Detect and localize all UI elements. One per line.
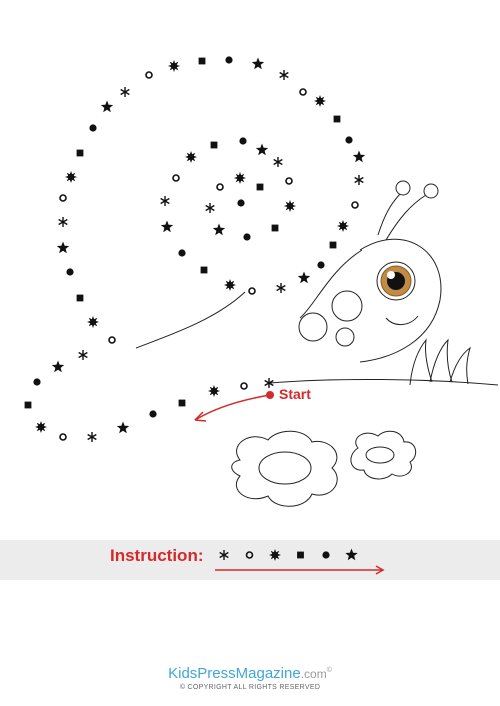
square-icon: [329, 241, 337, 249]
burst-icon: [87, 316, 99, 328]
asterisk-icon: [205, 203, 215, 213]
asterisk-icon: [58, 217, 68, 227]
asterisk-icon: [279, 70, 289, 80]
ring-icon: [59, 194, 67, 202]
square-icon: [76, 149, 84, 157]
square-icon: [198, 57, 206, 65]
dot-icon: [239, 137, 247, 145]
dot-icon: [225, 56, 233, 64]
instruction-sequence: [219, 548, 358, 561]
dot-icon: [322, 551, 330, 559]
square-icon: [178, 399, 186, 407]
copyright-text: © COPYRIGHT ALL RIGHTS RESERVED: [179, 684, 321, 691]
burst-icon: [224, 279, 236, 291]
dot-icon: [66, 268, 74, 276]
square-icon: [297, 551, 304, 559]
asterisk-icon: [276, 283, 286, 293]
dot-icon: [149, 410, 157, 418]
burst-icon: [35, 421, 47, 433]
antenna-tip-left: [395, 180, 411, 196]
ring-icon: [216, 183, 224, 191]
dot-icon: [33, 378, 41, 386]
ring-icon: [59, 433, 67, 441]
star-icon: [51, 360, 65, 373]
brand-mark: ©: [326, 667, 332, 674]
dot-icon: [237, 199, 245, 207]
asterisk-icon: [354, 175, 364, 185]
dot-icon: [178, 249, 186, 257]
star-icon: [255, 143, 269, 156]
asterisk-icon: [264, 378, 274, 388]
burst-icon: [185, 151, 197, 163]
burst-icon: [234, 172, 246, 184]
ring-icon: [351, 201, 359, 209]
brand-logo: KidsPressMagazine.com©: [0, 665, 500, 682]
asterisk-icon: [120, 87, 130, 97]
dot-icon: [89, 124, 97, 132]
ring-icon: [285, 177, 293, 185]
burst-icon: [208, 385, 220, 397]
star-icon: [212, 223, 226, 236]
star-icon: [56, 241, 70, 254]
burst-icon: [337, 220, 349, 232]
square-icon: [256, 183, 264, 191]
burst-icon: [314, 95, 326, 107]
square-icon: [24, 401, 32, 409]
brand-suffix: .com: [300, 667, 327, 681]
instruction-band: [0, 540, 500, 580]
start-arrow: [194, 394, 271, 421]
dot-icon: [243, 233, 251, 241]
snail-drawing: [135, 180, 499, 507]
square-icon: [333, 115, 341, 123]
brand-name: KidsPressMagazine: [168, 665, 301, 682]
ring-icon: [248, 287, 256, 295]
square-icon: [210, 141, 218, 149]
instruction-label: Instruction:: [110, 546, 204, 565]
star-icon: [100, 100, 114, 113]
star-icon: [251, 57, 265, 70]
burst-icon: [284, 200, 296, 212]
burst-icon: [168, 60, 180, 72]
asterisk-icon: [219, 550, 229, 560]
asterisk-icon: [160, 196, 170, 206]
ring-icon: [240, 382, 248, 390]
ring-icon: [145, 71, 153, 79]
start-label: Start: [279, 386, 311, 402]
burst-icon: [65, 171, 77, 183]
dot-path: [24, 56, 366, 442]
ring-icon: [245, 551, 254, 559]
star-icon: [297, 271, 311, 284]
star-icon: [116, 421, 130, 434]
square-icon: [76, 294, 84, 302]
asterisk-icon: [87, 432, 97, 442]
square-icon: [271, 224, 279, 232]
star-icon: [160, 220, 174, 233]
star-icon: [345, 548, 358, 561]
dot-icon: [317, 261, 325, 269]
square-icon: [200, 266, 208, 274]
ring-icon: [299, 88, 307, 96]
instruction-arrowhead: [375, 565, 385, 575]
asterisk-icon: [273, 157, 283, 167]
asterisk-icon: [78, 350, 88, 360]
ring-icon: [172, 174, 180, 182]
dot-icon: [345, 136, 353, 144]
star-icon: [352, 150, 366, 163]
antenna-tip-right: [423, 183, 439, 199]
ring-icon: [108, 336, 116, 344]
start-arrowhead: [194, 411, 207, 422]
burst-icon: [269, 549, 281, 561]
